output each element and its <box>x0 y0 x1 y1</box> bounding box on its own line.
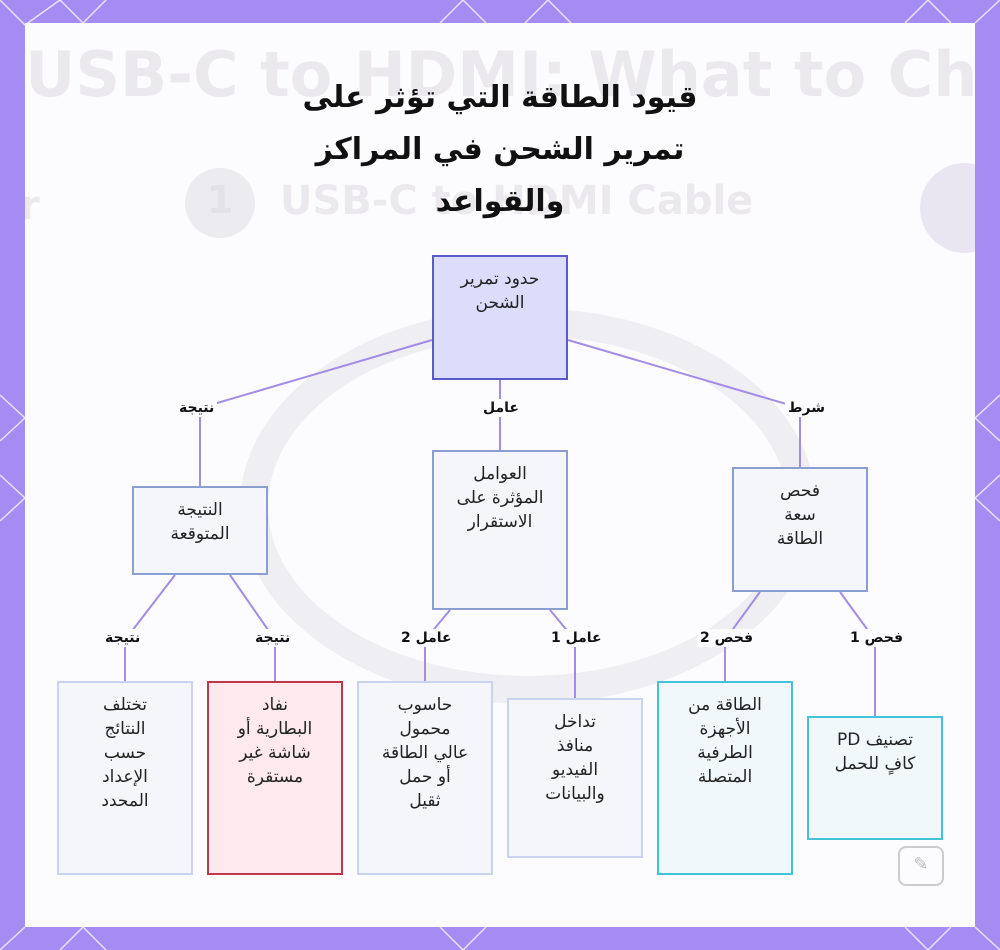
edge-label-check-1: فحص 1 <box>847 629 906 647</box>
chat-logo-icon: ✎ <box>898 846 944 886</box>
edge-capacity-pd <box>840 592 875 716</box>
edge-root-outcome <box>200 340 432 486</box>
edge-outcome-battery <box>230 575 275 681</box>
edge-factors-interference <box>550 610 575 698</box>
edge-label-factor-top: عامل <box>480 399 522 417</box>
edge-outcome-varies <box>125 575 175 681</box>
edge-label-result-left: نتيجة <box>102 629 143 647</box>
edge-label-result-top: نتيجة <box>176 399 217 417</box>
edge-label-check-2: فحص 2 <box>697 629 756 647</box>
edge-label-result-right: نتيجة <box>252 629 293 647</box>
edge-label-condition: شرط <box>785 399 828 417</box>
edge-label-factor-2: عامل 2 <box>398 629 455 647</box>
edge-label-factor-1: عامل 1 <box>548 629 605 647</box>
edge-root-capacity <box>568 340 800 467</box>
